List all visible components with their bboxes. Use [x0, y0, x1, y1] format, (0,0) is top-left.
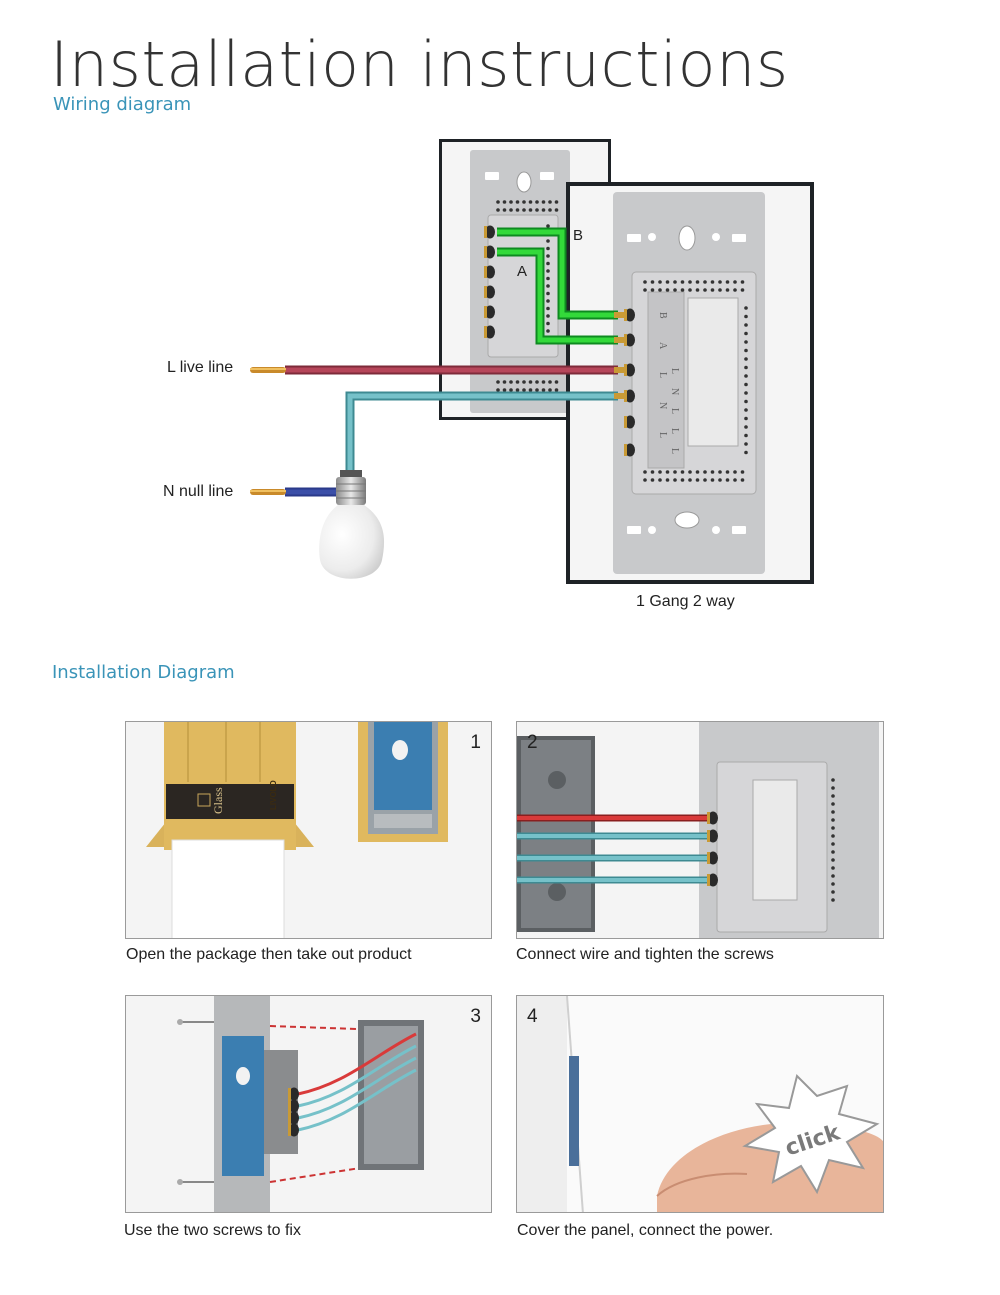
mounting-screws	[177, 1019, 214, 1185]
step-4-number: 4	[527, 1006, 538, 1027]
click-burst	[742, 1074, 880, 1195]
step-4-caption: Cover the panel, connect the power.	[517, 1222, 774, 1239]
switch-back-step2	[699, 722, 879, 938]
front-switch-frame	[566, 182, 814, 584]
switch-in-tray	[358, 722, 448, 842]
step-1-number: 1	[470, 732, 481, 753]
step-2-wires	[517, 778, 835, 902]
brand-text: LIVOLO	[269, 780, 278, 810]
terminal-mark-right: N	[669, 388, 680, 395]
live-wire	[250, 365, 618, 375]
terminal-mark-left: N	[657, 402, 668, 409]
step-4-panel: click 4	[516, 995, 884, 1213]
terminal-mark-left: A	[657, 342, 668, 350]
installation-diagram-subtitle: Installation Diagram	[52, 662, 235, 683]
step-2-caption: Connect wire and tighten the screws	[516, 946, 774, 963]
back-switch-terminals	[484, 225, 495, 339]
front-switch-terminals	[614, 308, 635, 457]
front-switch-dots	[643, 280, 748, 482]
step-2-panel: 2	[516, 721, 884, 939]
wiring-caption: 1 Gang 2 way	[636, 593, 735, 610]
traveler-wires	[497, 227, 618, 345]
null-line-label: N null line	[163, 483, 234, 500]
step-1-panel: Glass LIVOLO 1	[125, 721, 492, 939]
terminal-mark-right: L	[669, 448, 680, 454]
page-title: Installation instructions	[50, 28, 789, 101]
wire-a-label: A	[517, 263, 527, 280]
terminal-mark-left: L	[657, 432, 668, 438]
live-line-label: L live line	[167, 359, 234, 376]
terminal-mark-left: B	[657, 312, 668, 319]
wiring-diagram-subtitle: Wiring diagram	[53, 94, 192, 115]
terminal-mark-left: L	[657, 372, 668, 378]
terminal-mark-right: L	[669, 408, 680, 414]
wire-b-label: B	[573, 227, 583, 244]
terminal-mark-right: L	[669, 428, 680, 434]
step-3-wires	[288, 1032, 417, 1137]
step-3-caption: Use the two screws to fix	[124, 1222, 301, 1239]
step-2-number: 2	[527, 732, 538, 753]
step-1-caption: Open the package then take out product	[126, 946, 412, 963]
neutral-wire	[250, 391, 618, 497]
step-3-panel: 3	[125, 995, 492, 1213]
wall-box-step3	[358, 1020, 424, 1170]
product-box	[146, 722, 314, 938]
glass-box-text: Glass	[211, 787, 225, 814]
terminal-mark-right: L	[669, 368, 680, 374]
back-switch-dots	[496, 200, 559, 392]
light-bulb	[319, 470, 385, 579]
step-3-number: 3	[470, 1006, 481, 1027]
